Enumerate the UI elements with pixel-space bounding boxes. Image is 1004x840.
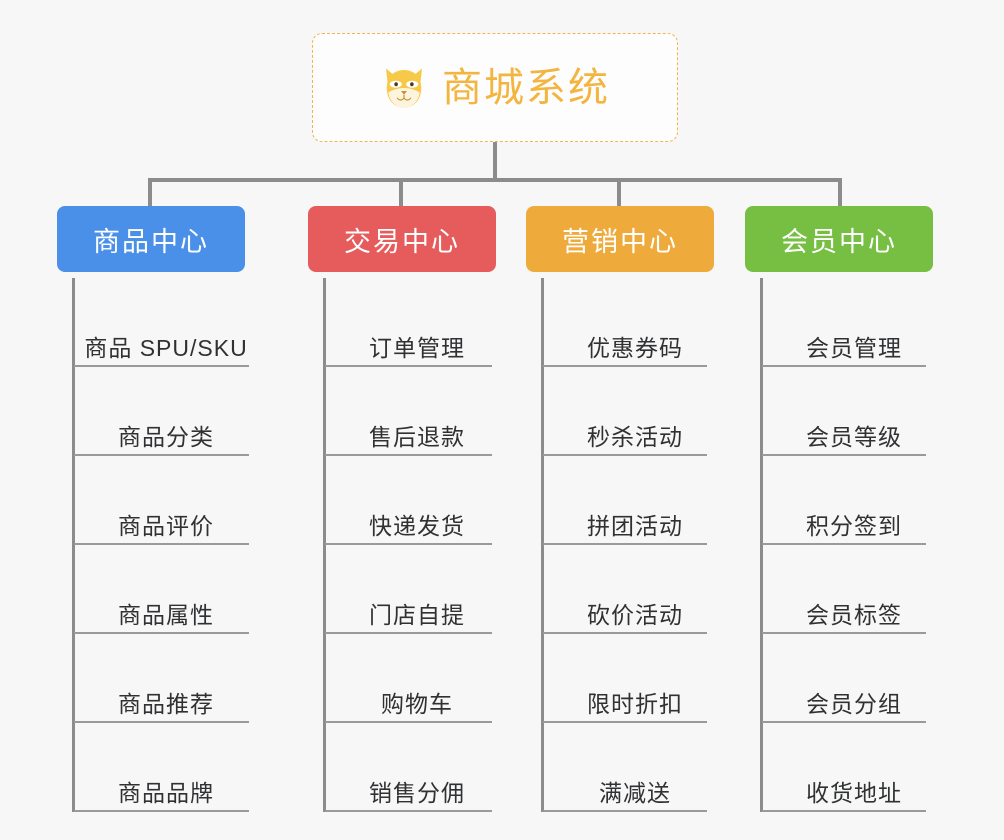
leaf-item-label: 商品品牌 (118, 779, 214, 806)
leaf-item[interactable]: 满减送 (541, 723, 729, 812)
leaf-item-underline (325, 365, 492, 367)
leaf-item-label: 秒杀活动 (587, 423, 683, 450)
leaf-item-underline (325, 543, 492, 545)
leaf-item-underline (74, 365, 249, 367)
connector-drop-1 (148, 178, 152, 208)
column-spine (323, 278, 326, 812)
category-label: 营销中心 (562, 226, 678, 257)
leaf-item-label: 购物车 (381, 690, 453, 717)
leaf-item[interactable]: 会员等级 (760, 367, 948, 456)
leaf-item[interactable]: 限时折扣 (541, 634, 729, 723)
leaf-item-underline (762, 632, 926, 634)
leaf-item[interactable]: 商品品牌 (72, 723, 260, 812)
leaf-item-label: 限时折扣 (587, 690, 683, 717)
column-spine (72, 278, 75, 812)
leaf-item-underline (543, 721, 707, 723)
leaf-item-label: 砍价活动 (587, 601, 683, 628)
leaf-item[interactable]: 销售分佣 (323, 723, 511, 812)
leaf-item-label: 商品评价 (118, 512, 214, 539)
leaf-item-underline (543, 632, 707, 634)
leaf-item-underline (543, 543, 707, 545)
leaf-item-label: 会员分组 (806, 690, 902, 717)
leaf-column-3: 会员管理会员等级积分签到会员标签会员分组收货地址 (760, 278, 948, 812)
leaf-item-underline (325, 454, 492, 456)
leaf-item[interactable]: 会员管理 (760, 278, 948, 367)
category-label: 会员中心 (781, 226, 897, 257)
leaf-item[interactable]: 会员标签 (760, 545, 948, 634)
category-box-0[interactable]: 商品中心 (57, 206, 245, 272)
leaf-item-label: 快递发货 (369, 512, 465, 539)
connector-drop-2 (399, 178, 403, 208)
leaf-item[interactable]: 商品分类 (72, 367, 260, 456)
leaf-item[interactable]: 收货地址 (760, 723, 948, 812)
leaf-item-underline (543, 454, 707, 456)
root-title: 商城系统 (442, 65, 610, 110)
leaf-item-underline (74, 454, 249, 456)
connector-drop-4 (838, 178, 842, 208)
leaf-item[interactable]: 购物车 (323, 634, 511, 723)
leaf-item-label: 积分签到 (806, 512, 902, 539)
leaf-item-label: 商品推荐 (118, 690, 214, 717)
leaf-item[interactable]: 积分签到 (760, 456, 948, 545)
leaf-item-label: 销售分佣 (369, 779, 465, 806)
leaf-item-underline (543, 365, 707, 367)
leaf-item-label: 门店自提 (369, 601, 465, 628)
leaf-item-underline (762, 365, 926, 367)
leaf-item-label: 拼团活动 (587, 512, 683, 539)
leaf-item-underline (325, 632, 492, 634)
column-spine (760, 278, 763, 812)
leaf-column-2: 优惠券码秒杀活动拼团活动砍价活动限时折扣满减送 (541, 278, 729, 812)
leaf-item[interactable]: 拼团活动 (541, 456, 729, 545)
category-box-3[interactable]: 会员中心 (745, 206, 933, 272)
leaf-item-label: 商品属性 (118, 601, 214, 628)
leaf-item-label: 订单管理 (369, 334, 465, 361)
leaf-item-underline (74, 543, 249, 545)
connector-bus (148, 178, 842, 182)
category-box-1[interactable]: 交易中心 (308, 206, 496, 272)
leaf-item[interactable]: 商品 SPU/SKU (72, 278, 260, 367)
root-node[interactable]: 商城系统 (312, 33, 678, 142)
leaf-item-label: 满减送 (599, 779, 671, 806)
category-label: 交易中心 (344, 226, 460, 257)
leaf-column-1: 订单管理售后退款快递发货门店自提购物车销售分佣 (323, 278, 511, 812)
leaf-item[interactable]: 优惠券码 (541, 278, 729, 367)
leaf-item-label: 会员等级 (806, 423, 902, 450)
leaf-item-label: 优惠券码 (587, 334, 683, 361)
connector-root-stem (493, 142, 497, 179)
leaf-item-underline (74, 810, 249, 812)
leaf-item-underline (325, 721, 492, 723)
shiba-dog-icon (386, 68, 422, 107)
leaf-item-underline (762, 543, 926, 545)
leaf-item[interactable]: 会员分组 (760, 634, 948, 723)
leaf-item-label: 商品分类 (118, 423, 214, 450)
leaf-item-underline (74, 632, 249, 634)
leaf-item[interactable]: 快递发货 (323, 456, 511, 545)
category-label: 商品中心 (93, 226, 209, 257)
leaf-item-label: 会员标签 (806, 601, 902, 628)
leaf-item[interactable]: 门店自提 (323, 545, 511, 634)
leaf-item[interactable]: 砍价活动 (541, 545, 729, 634)
category-box-2[interactable]: 营销中心 (526, 206, 714, 272)
leaf-item[interactable]: 商品推荐 (72, 634, 260, 723)
leaf-item-label: 售后退款 (369, 423, 465, 450)
leaf-item-underline (543, 810, 707, 812)
column-spine (541, 278, 544, 812)
leaf-item-underline (762, 721, 926, 723)
leaf-item-underline (74, 721, 249, 723)
leaf-item[interactable]: 商品属性 (72, 545, 260, 634)
leaf-item[interactable]: 订单管理 (323, 278, 511, 367)
leaf-item[interactable]: 售后退款 (323, 367, 511, 456)
leaf-item-label: 会员管理 (806, 334, 902, 361)
leaf-item-underline (325, 810, 492, 812)
leaf-item-underline (762, 810, 926, 812)
leaf-item[interactable]: 商品评价 (72, 456, 260, 545)
leaf-item-underline (762, 454, 926, 456)
leaf-item-label: 收货地址 (806, 779, 902, 806)
leaf-item-label: 商品 SPU/SKU (84, 334, 248, 361)
leaf-column-0: 商品 SPU/SKU 商品分类商品评价商品属性商品推荐商品品牌 (72, 278, 260, 812)
connector-drop-3 (617, 178, 621, 208)
leaf-item[interactable]: 秒杀活动 (541, 367, 729, 456)
